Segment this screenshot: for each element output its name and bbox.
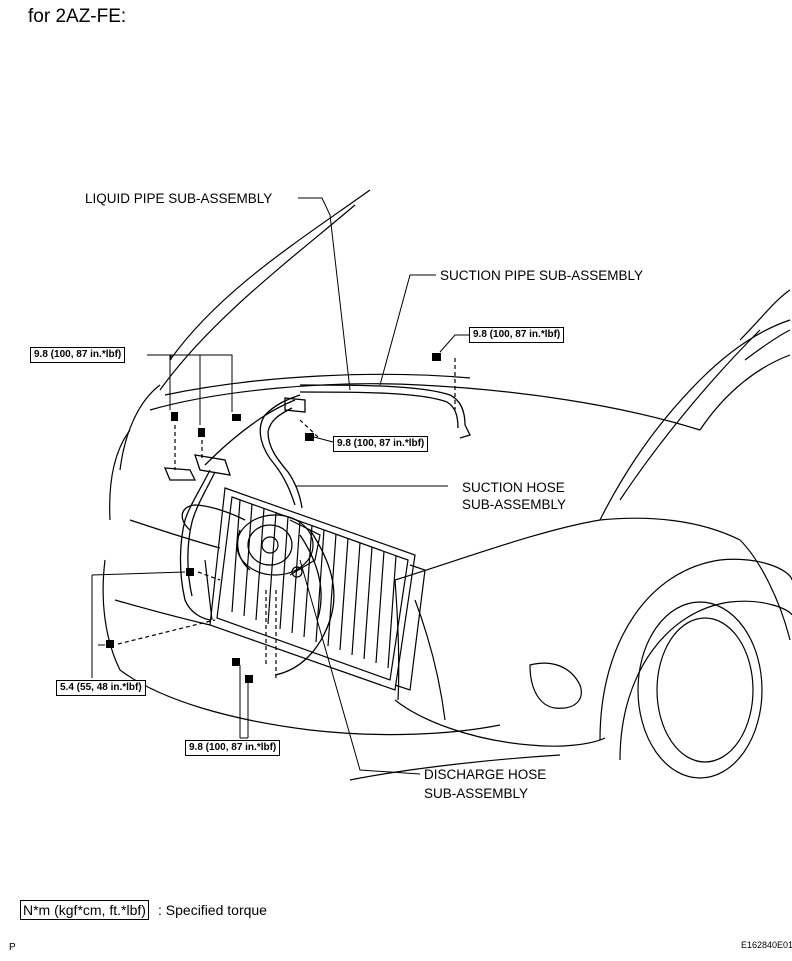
leader-lines: [91, 197, 469, 775]
label-suction-hose-line2: SUB-ASSEMBLY: [462, 497, 567, 512]
torque-spec-upper-right: 9.8 (100, 87 in.*lbf): [469, 327, 565, 343]
legend-unit-box: N*m (kgf*cm, ft.*lbf): [20, 900, 149, 920]
label-discharge-hose-line1: DISCHARGE HOSE: [424, 767, 547, 782]
page-letter: P: [9, 942, 16, 953]
compressor: [236, 514, 321, 578]
torque-spec-upper-left: 9.8 (100, 87 in.*lbf): [30, 347, 126, 363]
label-liquid-pipe: LIQUID PIPE SUB-ASSEMBLY: [85, 191, 273, 206]
figure-id: E162840E01: [741, 940, 792, 950]
label-discharge-hose-line2: SUB-ASSEMBLY: [424, 786, 529, 801]
engine-variant-header: for 2AZ-FE:: [28, 6, 127, 27]
label-suction-pipe: SUCTION PIPE SUB-ASSEMBLY: [440, 268, 644, 283]
torque-spec-bottom: 9.8 (100, 87 in.*lbf): [185, 740, 281, 756]
label-suction-hose-line1: SUCTION HOSE: [462, 480, 565, 495]
torque-spec-lower-left: 5.4 (55, 48 in.*lbf): [56, 680, 146, 696]
dashed-alignment-lines: [117, 358, 456, 680]
legend-description: : Specified torque: [158, 902, 267, 918]
bolts: [106, 353, 441, 683]
refrigerant-lines: [163, 384, 471, 676]
torque-spec-middle: 9.8 (100, 87 in.*lbf): [333, 436, 429, 452]
